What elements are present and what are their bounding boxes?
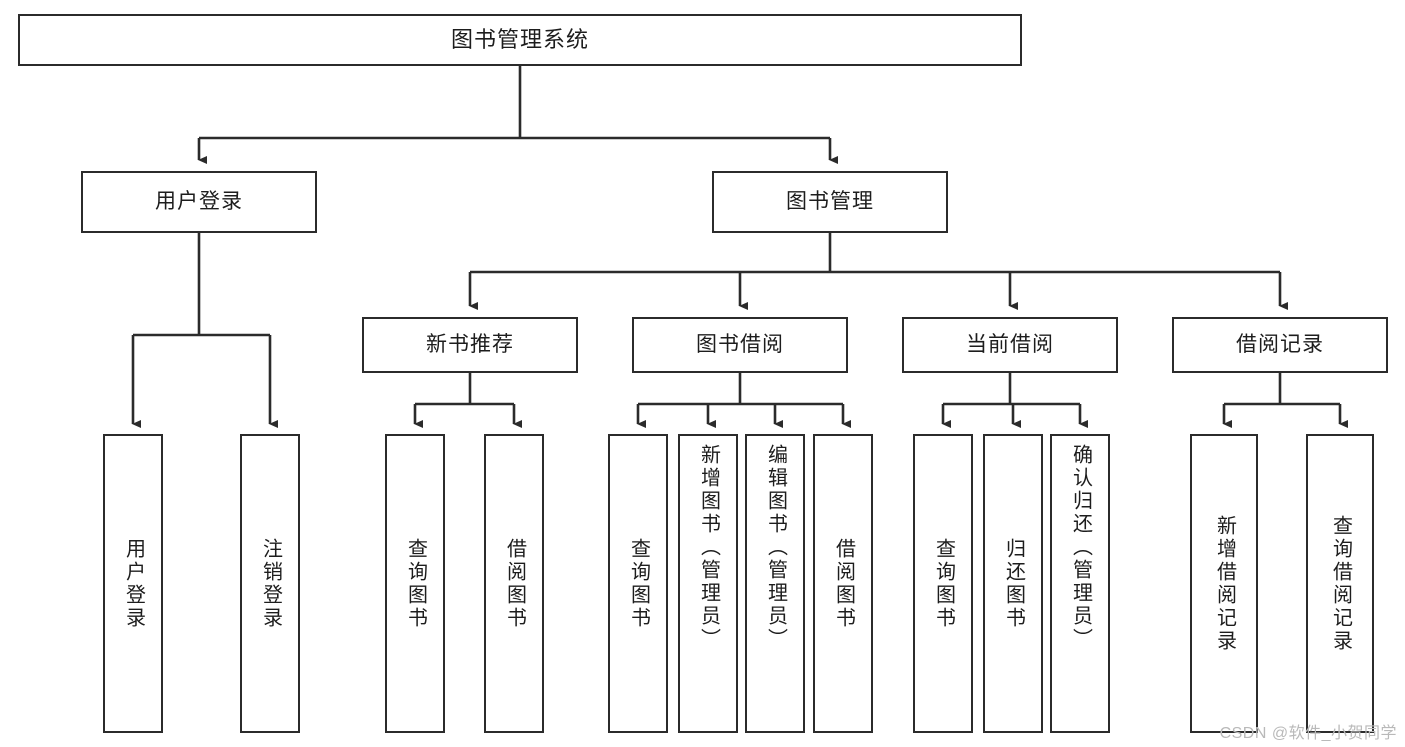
node-leaf-cur-query-book-label: 查询图书 [932,537,955,630]
node-borrow-record[interactable]: 借阅记录 [1172,317,1388,373]
node-root-system[interactable]: 图书管理系统 [18,14,1022,66]
csdn-watermark: CSDN @软件_小贺同学 [1219,725,1397,742]
node-leaf-borrow-query-book[interactable]: 查询图书 [608,434,668,733]
node-root-system-label: 图书管理系统 [450,27,589,53]
node-leaf-user-login-label: 用户登录 [122,537,145,630]
node-leaf-borrow-edit-book-label: 编辑图书（管理员） [764,444,787,651]
node-book-manage[interactable]: 图书管理 [712,171,948,233]
node-new-book-recommend[interactable]: 新书推荐 [362,317,578,373]
node-leaf-rec-query-book[interactable]: 查询图书 [385,434,445,733]
node-leaf-cur-query-book[interactable]: 查询图书 [913,434,973,733]
node-leaf-cur-confirm-return[interactable]: 确认归还（管理员） [1050,434,1110,733]
node-leaf-user-logout-label: 注销登录 [259,537,282,630]
node-leaf-cur-return-book[interactable]: 归还图书 [983,434,1043,733]
node-book-borrow-label: 图书借阅 [696,332,784,356]
node-leaf-borrow-borrow-book-label: 借阅图书 [832,537,855,630]
node-new-book-recommend-label: 新书推荐 [426,332,514,356]
node-leaf-rec-query-record[interactable]: 查询借阅记录 [1306,434,1374,733]
node-leaf-borrow-query-book-label: 查询图书 [627,537,650,630]
node-leaf-borrow-add-book-label: 新增图书（管理员） [697,444,720,651]
node-leaf-user-logout[interactable]: 注销登录 [240,434,300,733]
node-borrow-record-label: 借阅记录 [1236,332,1324,356]
node-book-borrow[interactable]: 图书借阅 [632,317,848,373]
node-leaf-rec-query-record-label: 查询借阅记录 [1329,514,1352,653]
node-leaf-cur-return-book-label: 归还图书 [1002,537,1025,630]
node-leaf-rec-borrow-book-label: 借阅图书 [503,537,526,630]
node-current-borrow[interactable]: 当前借阅 [902,317,1118,373]
node-leaf-user-login[interactable]: 用户登录 [103,434,163,733]
node-leaf-cur-confirm-return-label: 确认归还（管理员） [1069,444,1092,651]
node-leaf-borrow-borrow-book[interactable]: 借阅图书 [813,434,873,733]
node-leaf-borrow-add-book[interactable]: 新增图书（管理员） [678,434,738,733]
node-leaf-rec-query-book-label: 查询图书 [404,537,427,630]
node-leaf-rec-add-record[interactable]: 新增借阅记录 [1190,434,1258,733]
node-book-manage-label: 图书管理 [786,189,874,213]
node-leaf-borrow-edit-book[interactable]: 编辑图书（管理员） [745,434,805,733]
node-user-login-label: 用户登录 [155,189,243,213]
node-user-login[interactable]: 用户登录 [81,171,317,233]
node-leaf-rec-borrow-book[interactable]: 借阅图书 [484,434,544,733]
node-leaf-rec-add-record-label: 新增借阅记录 [1213,514,1236,653]
node-current-borrow-label: 当前借阅 [966,332,1054,356]
